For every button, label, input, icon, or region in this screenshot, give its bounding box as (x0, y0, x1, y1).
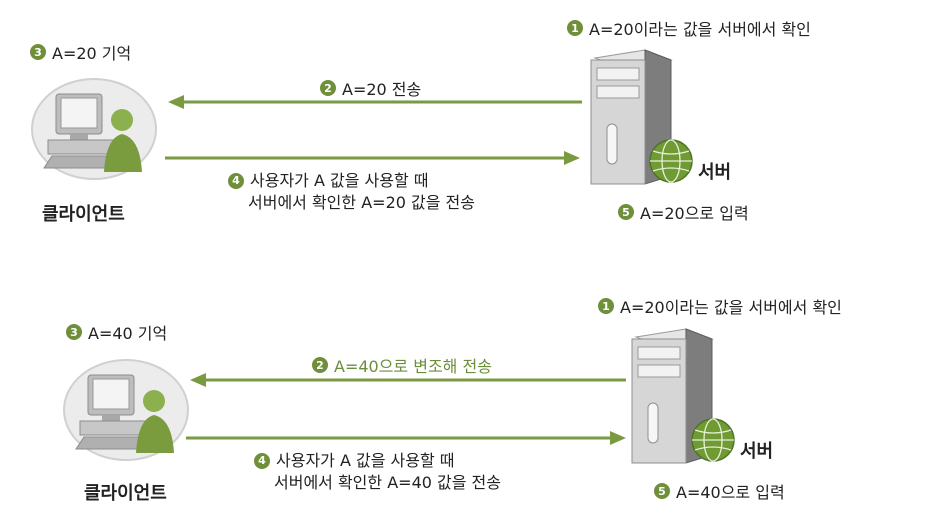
step-3-badge: 3 (66, 324, 82, 340)
step-5-badge: 5 (654, 483, 670, 499)
step-3-label: 3 A=20 기억 (30, 40, 131, 64)
scene-tampered: 1 A=20이라는 값을 서버에서 확인 3 A=40 기억 2 A=40으로 … (0, 259, 940, 518)
step-4-label: 4 사용자가 A 값을 사용할 때 서버에서 확인한 A=40 값을 전송 (254, 450, 501, 494)
globe-icon (649, 139, 693, 183)
client-label: 클라이언트 (42, 204, 125, 225)
step-5-badge: 5 (618, 204, 634, 220)
step-2-badge: 2 (312, 357, 328, 373)
computer-user-icon (31, 78, 157, 180)
step-2-label-tampered: 2 A=40으로 변조해 전송 (312, 353, 492, 377)
server-label: 서버 (698, 162, 732, 183)
scene-normal: 1 A=20이라는 값을 서버에서 확인 3 A=20 기억 2 A=20 전송… (30, 16, 811, 225)
arrow-client-to-server (165, 151, 580, 165)
step-2-badge: 2 (320, 80, 336, 96)
step-3-label: 3 A=40 기억 (66, 320, 167, 344)
step-3-badge: 3 (30, 44, 46, 60)
arrow-client-to-server (186, 431, 626, 445)
client-label: 클라이언트 (84, 483, 167, 504)
step-4-badge: 4 (228, 173, 244, 189)
step-1-badge: 1 (567, 20, 583, 36)
server-label: 서버 (740, 441, 774, 462)
step-4-badge: 4 (254, 453, 270, 469)
arrow-server-to-client (190, 373, 626, 387)
step-1-badge: 1 (598, 298, 614, 314)
step-1-label: 1 A=20이라는 값을 서버에서 확인 (567, 16, 811, 40)
arrow-server-to-client (168, 95, 582, 109)
computer-user-icon (63, 359, 189, 461)
step-5-label: 5 A=40으로 입력 (654, 479, 785, 503)
globe-icon (691, 418, 735, 462)
step-5-label: 5 A=20으로 입력 (618, 200, 749, 224)
step-1-label: 1 A=20이라는 값을 서버에서 확인 (598, 294, 842, 318)
step-2-label: 2 A=20 전송 (320, 76, 421, 100)
step-4-label: 4 사용자가 A 값을 사용할 때 서버에서 확인한 A=20 값을 전송 (228, 170, 475, 214)
